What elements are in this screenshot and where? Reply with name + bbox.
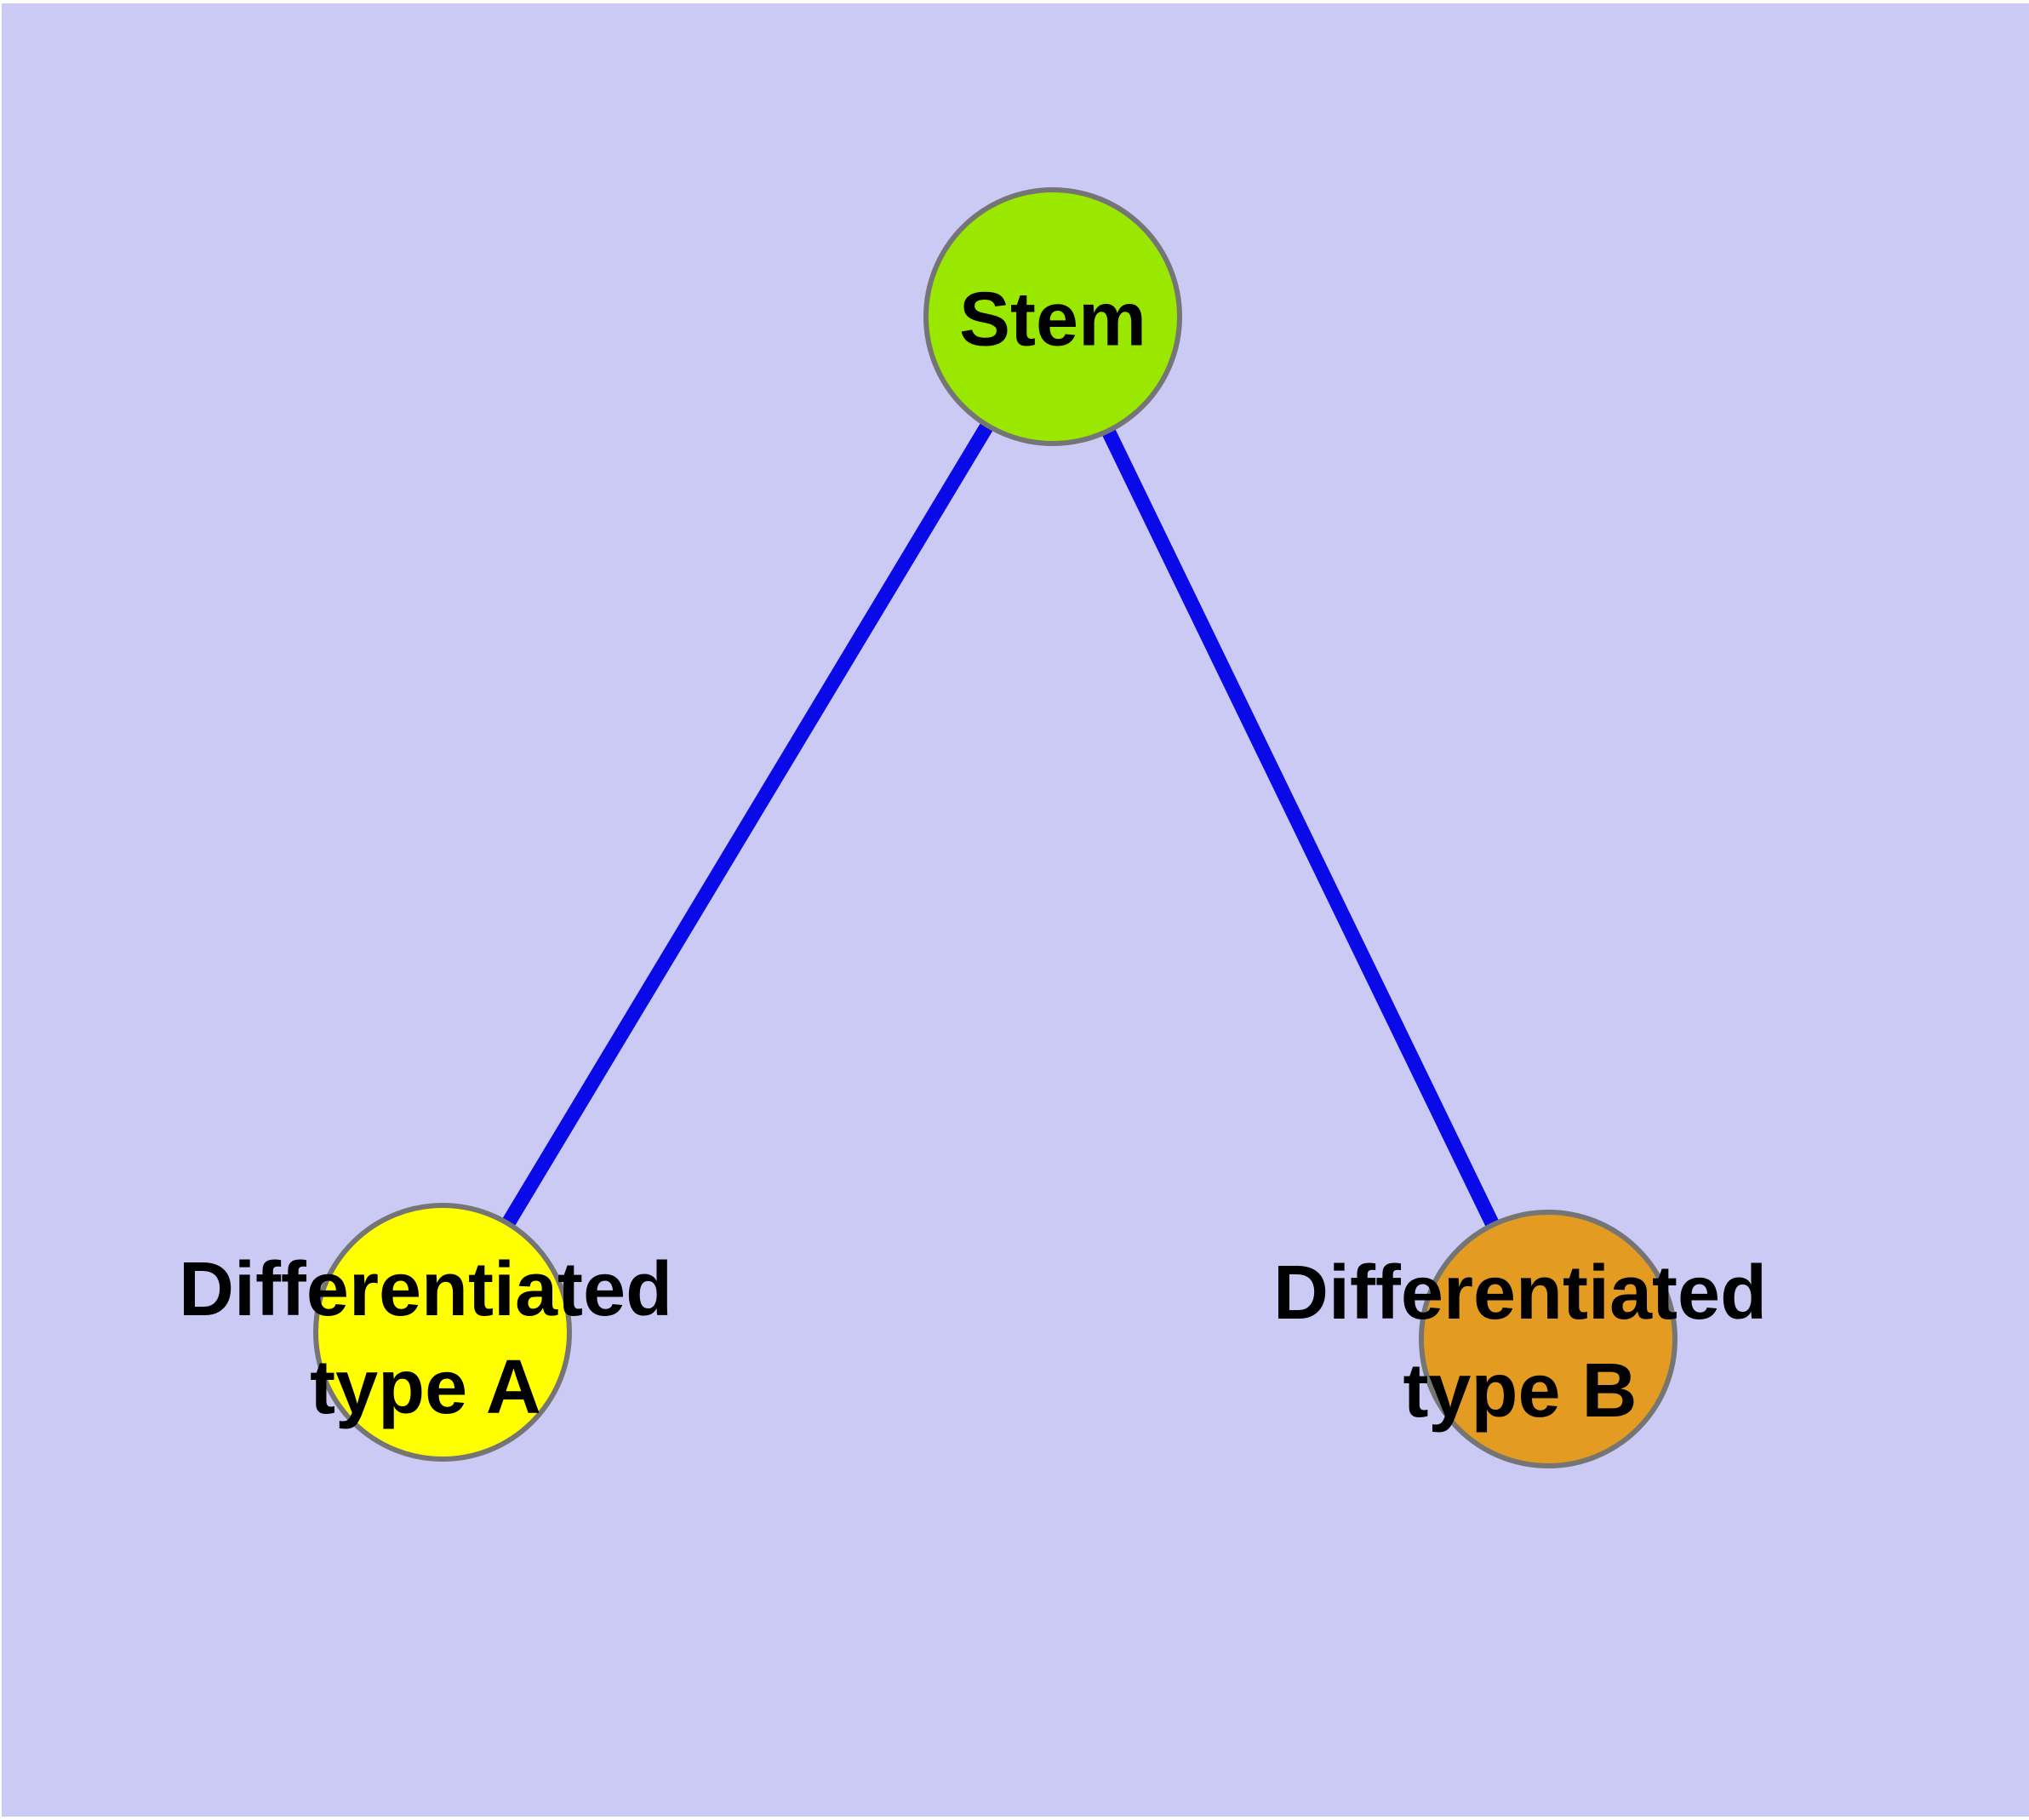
node-type-b-label-line2: type B — [1403, 1348, 1637, 1434]
node-type-b-label-line1: Differentiated — [1272, 1251, 1768, 1336]
edge-stem-to-type-b — [1046, 313, 1555, 1342]
node-type-a-label: Differentiated type A — [179, 1241, 672, 1437]
node-type-b-circle — [1419, 1210, 1677, 1468]
node-stem-circle — [923, 187, 1182, 446]
node-type-a-label-line2: type A — [310, 1345, 541, 1430]
node-type-a-circle — [313, 1203, 572, 1462]
node-type-a-label-line1: Differentiated — [178, 1247, 673, 1332]
node-type-b-label: Differentiated type B — [1273, 1245, 1767, 1440]
node-stem-label-text: Stem — [958, 277, 1147, 363]
edge-stem-to-type-a — [436, 312, 1060, 1336]
node-stem-label: Stem — [959, 272, 1146, 369]
